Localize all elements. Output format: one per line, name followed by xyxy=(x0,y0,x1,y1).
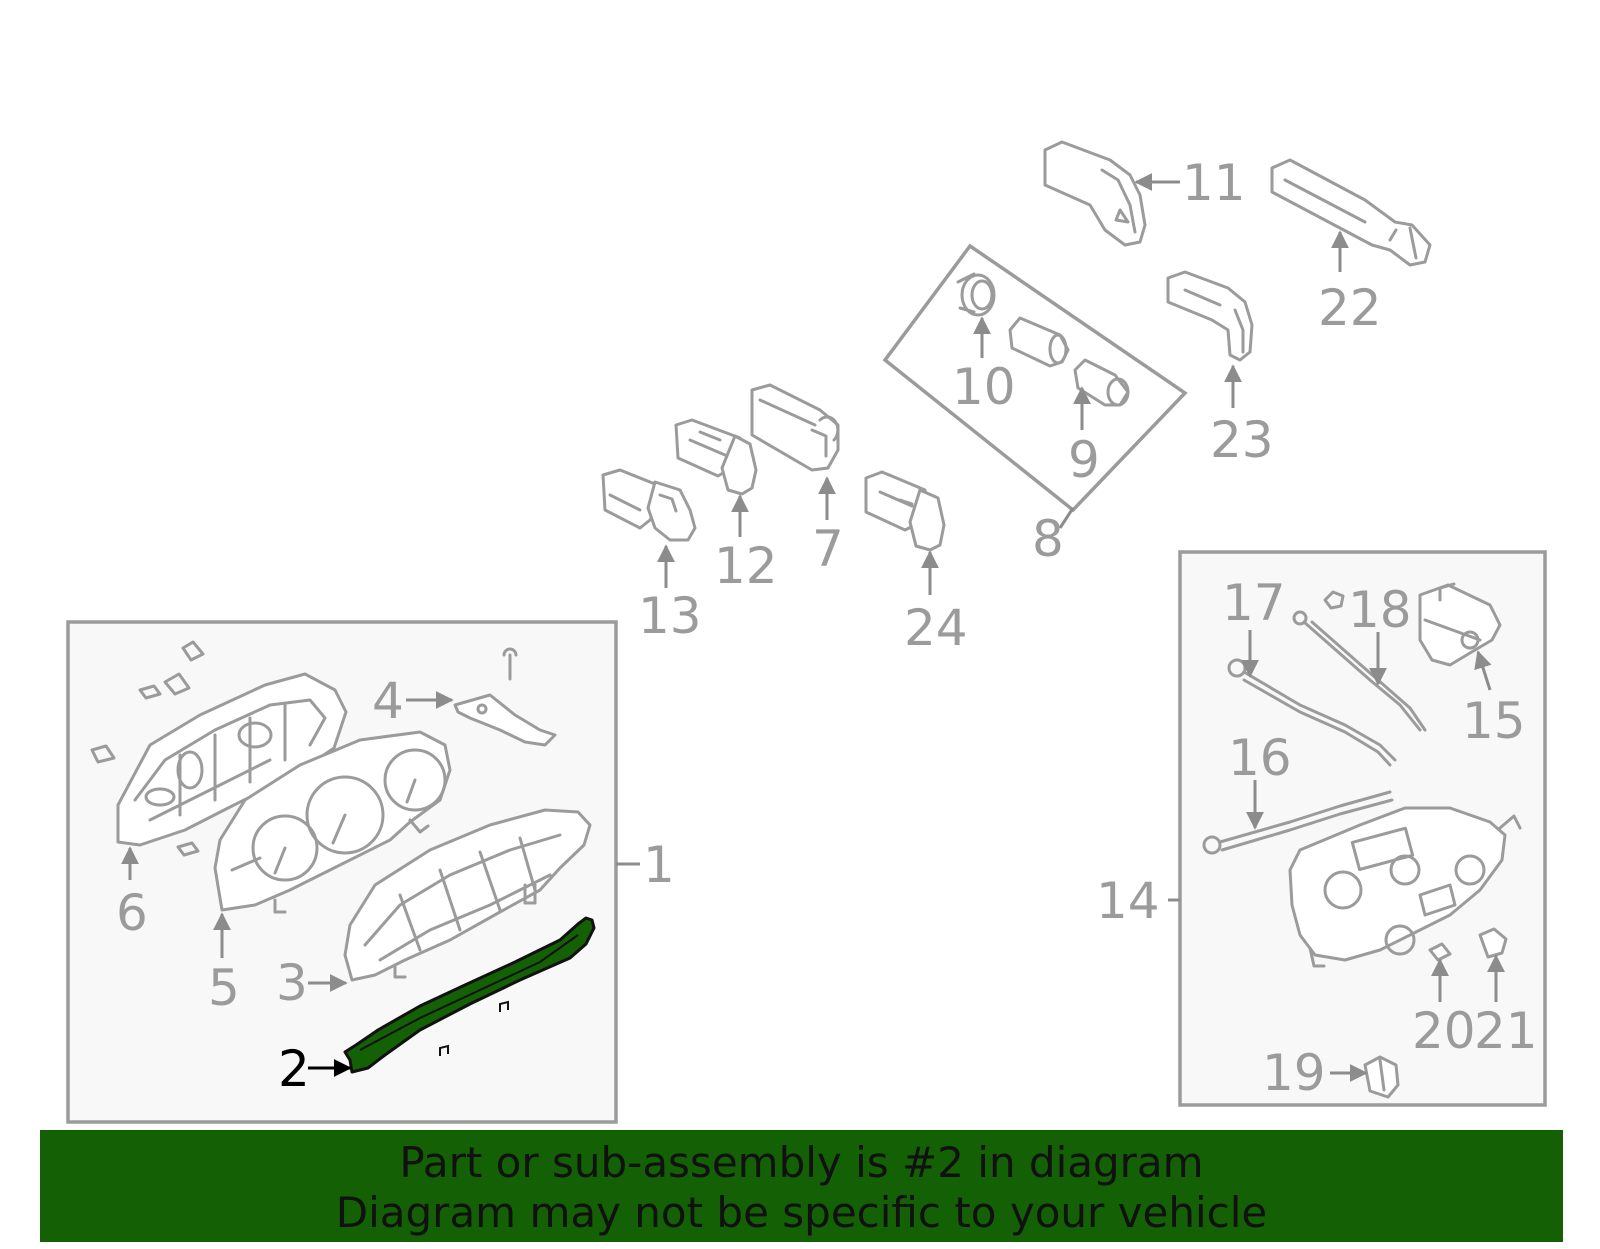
callout-24: 24 xyxy=(904,599,968,657)
part-10-socket xyxy=(956,272,996,317)
part-lighter-body xyxy=(1008,316,1070,368)
callout-19: 19 xyxy=(1262,1044,1326,1102)
callout-3: 3 xyxy=(276,954,308,1012)
part-16-cable xyxy=(1202,790,1394,855)
part-6-rear-housing xyxy=(90,640,518,857)
leader-8 xyxy=(1058,507,1075,529)
callout-11: 11 xyxy=(1182,154,1246,212)
callout-5: 5 xyxy=(208,959,240,1017)
callout-9: 9 xyxy=(1068,431,1100,489)
callout-22: 22 xyxy=(1318,279,1382,337)
callout-21: 21 xyxy=(1474,1002,1538,1060)
part-13-switch xyxy=(601,468,697,542)
callout-4: 4 xyxy=(372,672,404,730)
footer-banner: Part or sub-assembly is #2 in diagram Di… xyxy=(40,1130,1563,1242)
callout-15: 15 xyxy=(1462,692,1526,750)
part-20-clip xyxy=(1428,942,1452,962)
part-24-switch xyxy=(864,470,946,552)
callout-6: 6 xyxy=(116,884,148,942)
lighter-group-box xyxy=(882,243,1188,513)
part-21-clip xyxy=(1478,927,1508,959)
part-7-switch xyxy=(750,383,840,472)
part-19-knob xyxy=(1363,1055,1400,1099)
callout-10: 10 xyxy=(952,358,1016,416)
part-15-actuator xyxy=(1418,582,1502,667)
part-2-highlighted-visor xyxy=(343,916,596,1074)
part-11-hazard-switch xyxy=(1043,140,1147,247)
callout-1: 1 xyxy=(643,836,675,894)
part-4-bracket xyxy=(453,693,557,747)
part-3-lens-cover xyxy=(343,808,592,982)
callout-18: 18 xyxy=(1348,581,1412,639)
climate-control-unit xyxy=(1288,806,1522,968)
part-5-gauge-face xyxy=(213,730,452,914)
callout-7: 7 xyxy=(812,520,844,578)
callout-8: 8 xyxy=(1032,510,1064,568)
callout-13: 13 xyxy=(638,587,702,645)
footer-line-1: Part or sub-assembly is #2 in diagram xyxy=(399,1138,1204,1187)
callout-2: 2 xyxy=(278,1040,310,1098)
callout-23: 23 xyxy=(1210,411,1274,469)
callout-16: 16 xyxy=(1228,729,1292,787)
part-22-switch xyxy=(1270,158,1432,267)
part-23-switch xyxy=(1166,270,1254,362)
callout-12: 12 xyxy=(714,537,778,595)
footer-line-2: Diagram may not be specific to your vehi… xyxy=(335,1188,1268,1237)
leader-15 xyxy=(1474,650,1492,691)
callout-14: 14 xyxy=(1096,872,1160,930)
callout-20: 20 xyxy=(1412,1002,1476,1060)
callout-17: 17 xyxy=(1222,574,1286,632)
part-12-switch xyxy=(674,418,758,496)
part-18-cable xyxy=(1292,590,1427,732)
